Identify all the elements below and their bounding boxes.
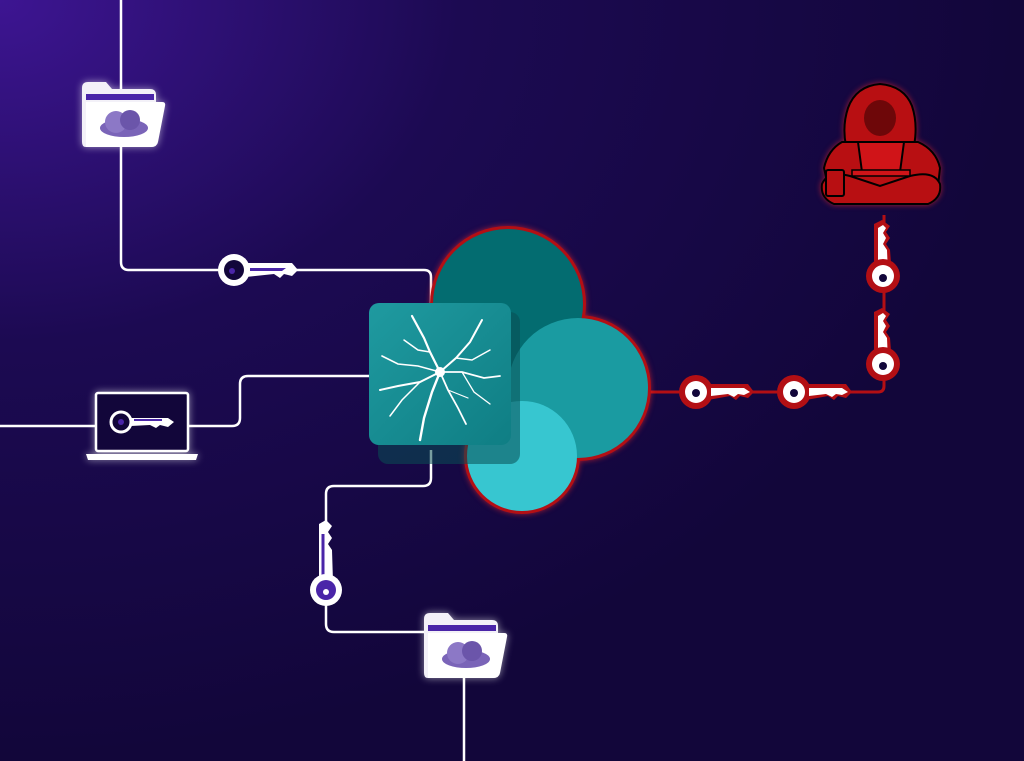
onedrive-cloud-icon bbox=[100, 110, 148, 137]
laptop-key-icon bbox=[109, 410, 174, 434]
stolen-key-2 bbox=[777, 375, 852, 409]
hooded-hacker-icon bbox=[820, 82, 942, 205]
onedrive-folder-bottom bbox=[424, 613, 508, 678]
key-bottom-vertical bbox=[310, 520, 342, 606]
sharepoint-logo bbox=[369, 226, 651, 514]
crack-icon bbox=[379, 314, 501, 442]
stolen-key-3 bbox=[866, 220, 900, 293]
key-top-horizontal bbox=[218, 254, 298, 286]
attacker bbox=[820, 82, 942, 205]
stolen-key-1 bbox=[679, 375, 754, 409]
onedrive-cloud-icon bbox=[442, 641, 490, 668]
laptop bbox=[86, 391, 198, 460]
attack-path bbox=[640, 215, 886, 394]
onedrive-folder-top bbox=[82, 82, 166, 147]
stolen-key-4 bbox=[866, 308, 900, 381]
